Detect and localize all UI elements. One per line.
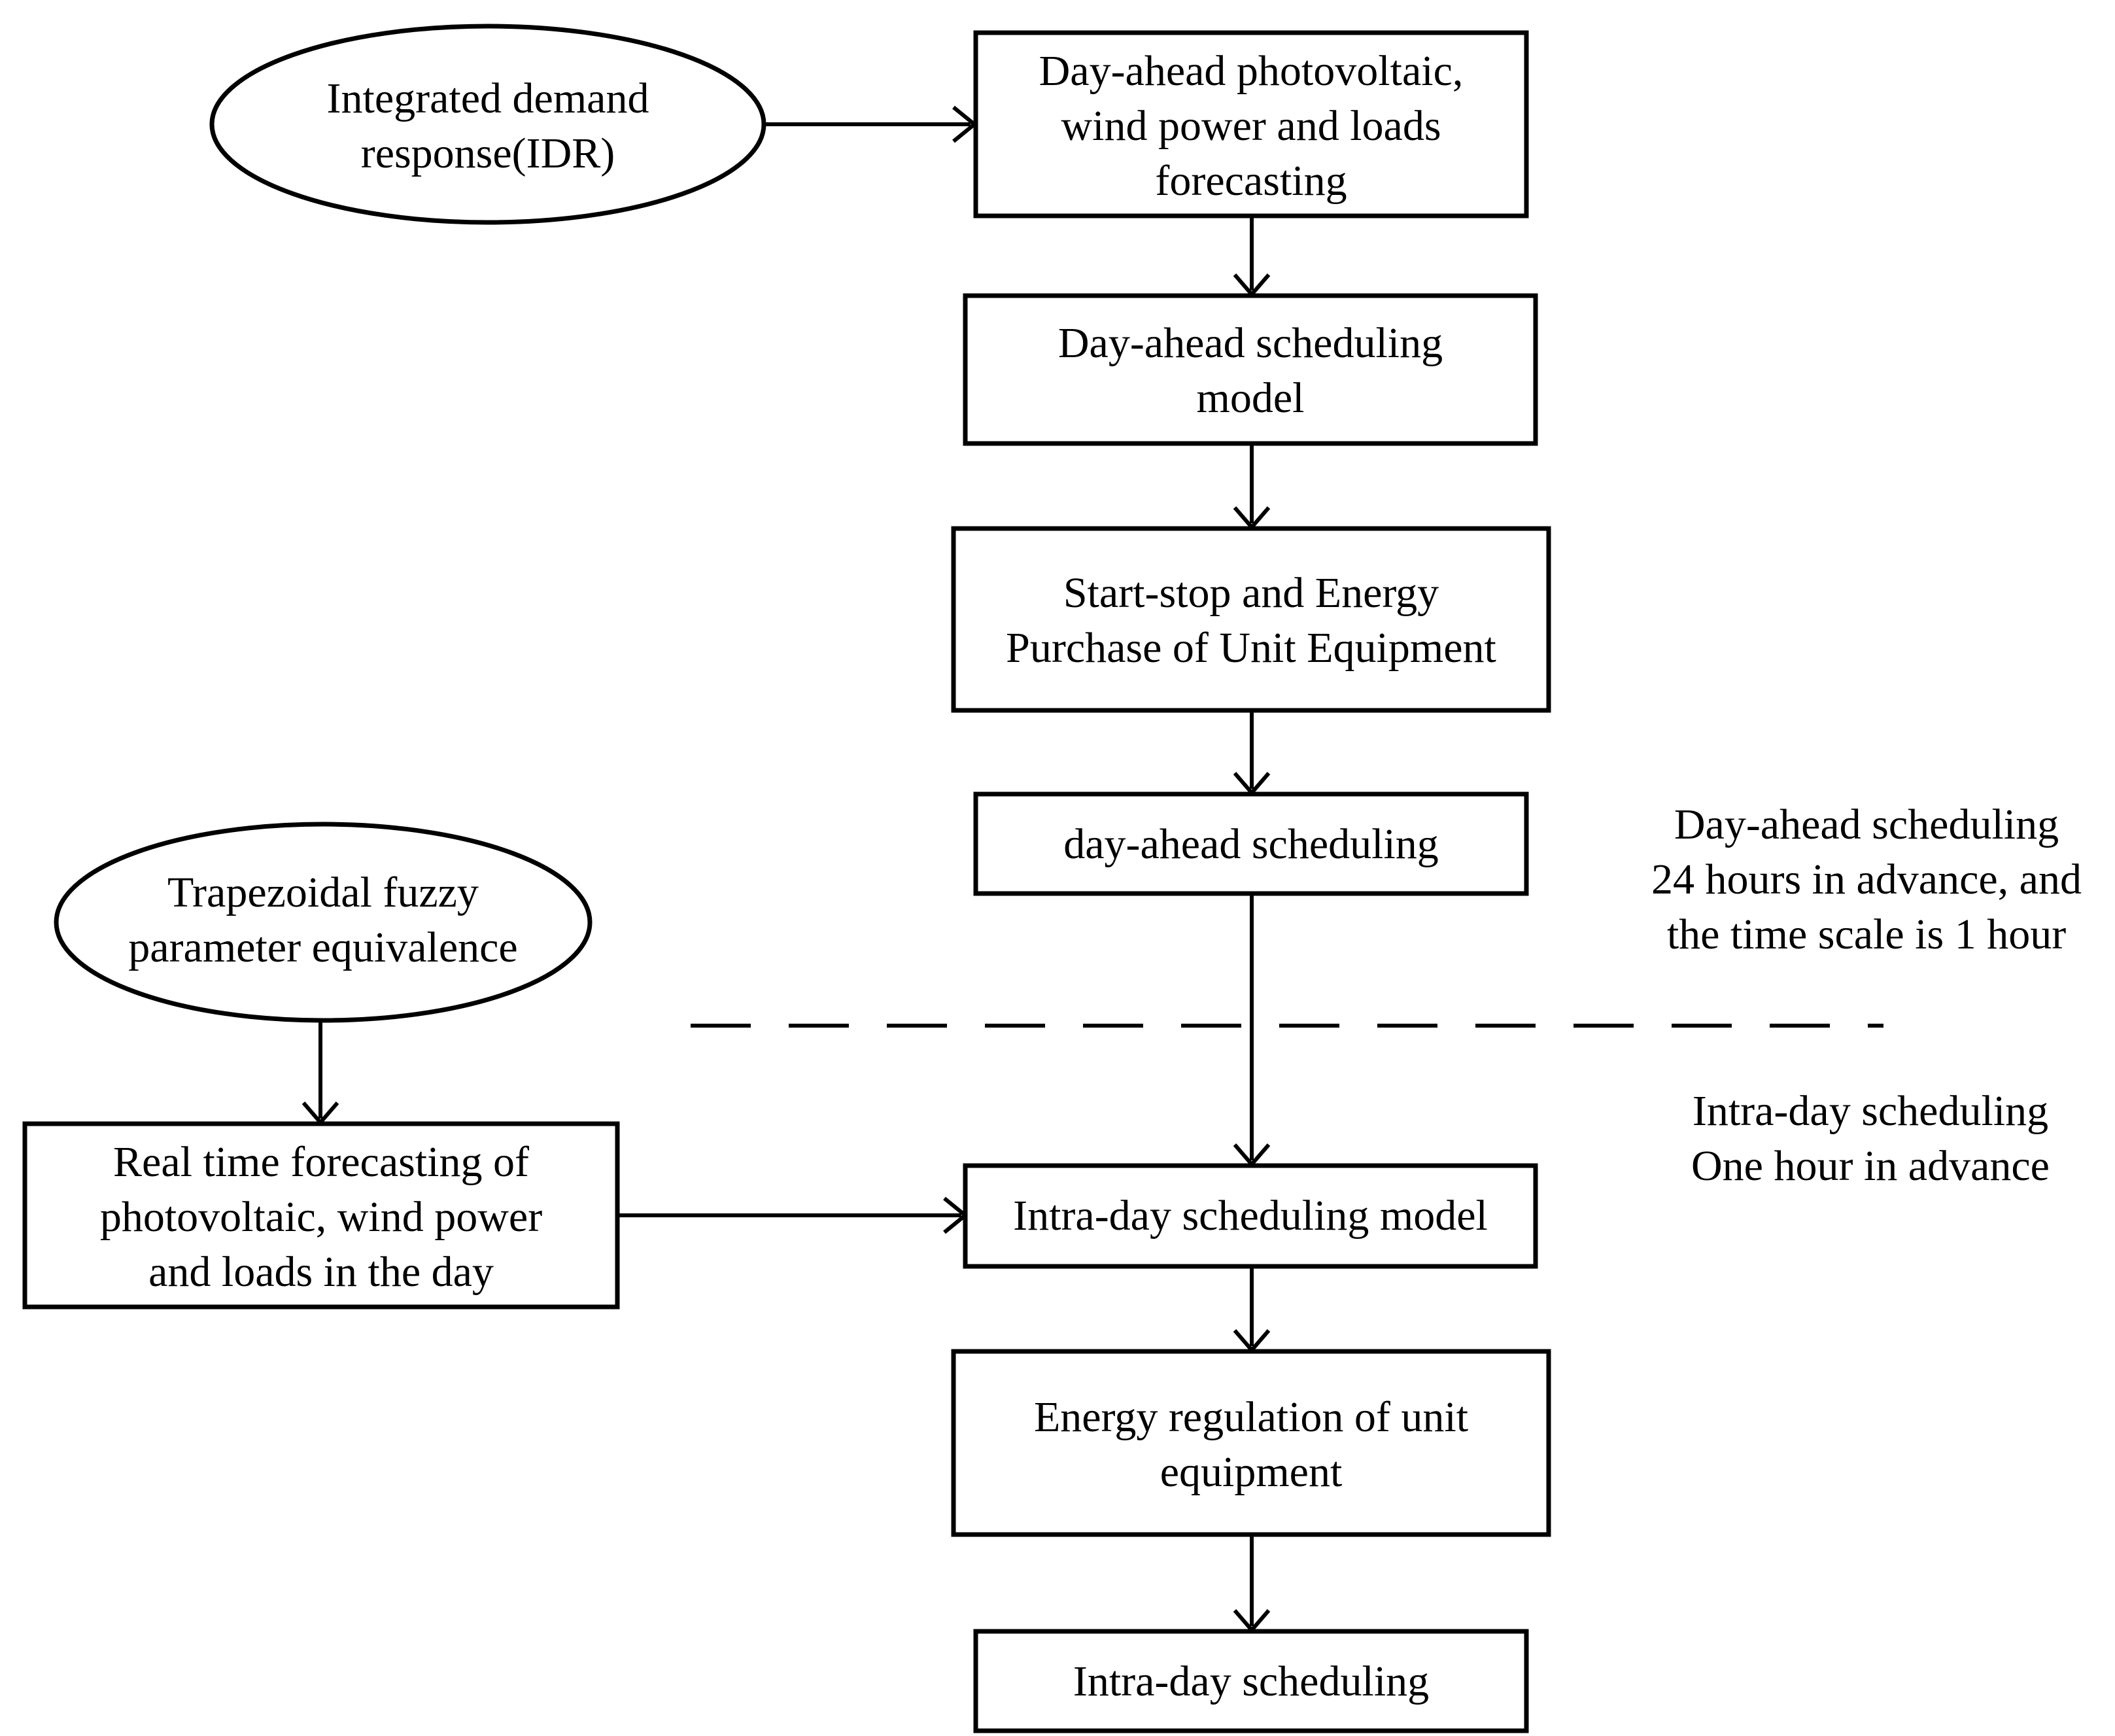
- node-day-ahead-model-line-2: model: [1197, 374, 1305, 422]
- node-idr-line-1: Integrated demand: [327, 75, 649, 122]
- node-start-stop-line-2: Purchase of Unit Equipment: [1006, 624, 1496, 672]
- node-trapezoidal-line-2: parameter equivalence: [128, 924, 517, 971]
- node-energy-regulation-line-1: Energy regulation of unit: [1034, 1393, 1468, 1441]
- edge-intra-day-model-to-energy-regulation: [1233, 1266, 1271, 1353]
- note-intra-day-line-1: Intra-day scheduling: [1693, 1087, 2048, 1135]
- edge-trapezoidal-to-realtime-forecast: [301, 1020, 339, 1126]
- node-intra-day-scheduling-line-1: Intra-day scheduling: [1073, 1658, 1429, 1705]
- node-trapezoidal: Trapezoidal fuzzy parameter equivalence: [54, 822, 593, 1023]
- edge-idr-to-forecast: [764, 105, 978, 143]
- edge-day-ahead-scheduling-to-intra-day-model: [1233, 894, 1271, 1168]
- node-energy-regulation-line-2: equipment: [1160, 1448, 1343, 1496]
- node-realtime-forecast: Real time forecasting of photovoltaic, w…: [22, 1121, 620, 1310]
- note-intra-day: Intra-day scheduling One hour in advance: [1691, 1087, 2050, 1190]
- node-day-ahead-forecast-line-3: forecasting: [1155, 157, 1347, 205]
- note-day-ahead-line-2: 24 hours in advance, and: [1651, 856, 2082, 903]
- node-day-ahead-forecast-line-2: wind power and loads: [1061, 102, 1441, 150]
- edge-realtime-forecast-to-intra-day-model: [617, 1196, 969, 1234]
- node-day-ahead-forecast: Day-ahead photovoltaic, wind power and l…: [973, 30, 1529, 218]
- node-start-stop: Start-stop and Energy Purchase of Unit E…: [951, 526, 1551, 713]
- node-realtime-forecast-line-3: and loads in the day: [148, 1248, 494, 1296]
- node-energy-regulation: Energy regulation of unit equipment: [951, 1349, 1551, 1537]
- node-idr: Integrated demand response(IDR): [209, 24, 766, 225]
- node-intra-day-model-line-1: Intra-day scheduling model: [1013, 1192, 1488, 1240]
- node-day-ahead-scheduling: day-ahead scheduling: [973, 791, 1529, 896]
- node-day-ahead-scheduling-line-1: day-ahead scheduling: [1063, 820, 1439, 868]
- node-intra-day-model: Intra-day scheduling model: [963, 1163, 1538, 1269]
- note-intra-day-line-2: One hour in advance: [1691, 1142, 2050, 1190]
- node-trapezoidal-line-1: Trapezoidal fuzzy: [167, 869, 479, 916]
- note-day-ahead-line-3: the time scale is 1 hour: [1667, 911, 2066, 958]
- note-day-ahead-line-1: Day-ahead scheduling: [1674, 801, 2059, 848]
- node-intra-day-scheduling: Intra-day scheduling: [973, 1629, 1529, 1733]
- node-realtime-forecast-line-1: Real time forecasting of: [113, 1138, 529, 1186]
- edge-start-stop-to-day-ahead-scheduling: [1233, 710, 1271, 796]
- node-day-ahead-forecast-line-1: Day-ahead photovoltaic,: [1039, 47, 1464, 95]
- node-realtime-forecast-line-2: photovoltaic, wind power: [100, 1193, 542, 1241]
- edge-day-ahead-model-to-start-stop: [1233, 443, 1271, 530]
- edge-energy-regulation-to-intra-day-scheduling: [1233, 1535, 1271, 1633]
- edge-forecast-to-day-ahead-model: [1233, 216, 1271, 298]
- node-start-stop-line-1: Start-stop and Energy: [1063, 569, 1439, 617]
- note-day-ahead: Day-ahead scheduling 24 hours in advance…: [1651, 801, 2082, 958]
- node-day-ahead-model-line-1: Day-ahead scheduling: [1058, 319, 1443, 367]
- node-day-ahead-model: Day-ahead scheduling model: [963, 293, 1538, 446]
- node-idr-line-2: response(IDR): [361, 130, 615, 177]
